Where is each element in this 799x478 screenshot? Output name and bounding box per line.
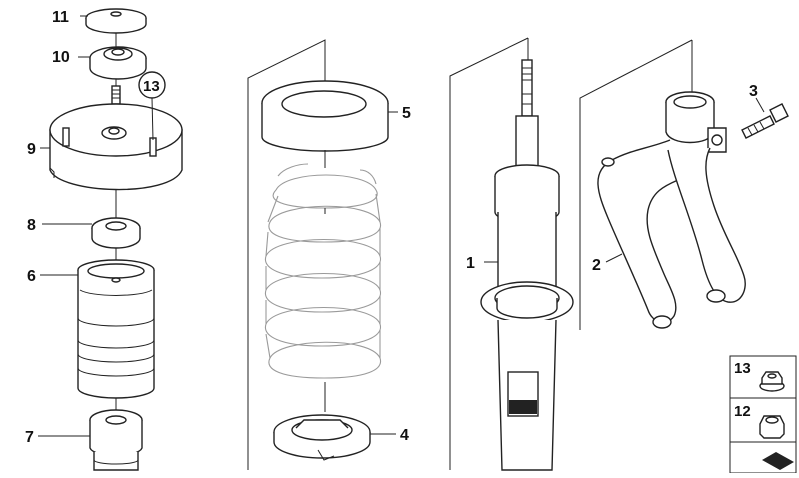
callout-9: 9 (27, 141, 36, 158)
part-11-washer (85, 8, 147, 34)
part-5-upper-seat (261, 80, 389, 152)
leader-13 (151, 97, 154, 141)
group-bracket-strut (449, 37, 529, 470)
callout-7: 7 (25, 429, 34, 446)
callout-2: 2 (592, 257, 601, 274)
group-bracket-knuckle (579, 39, 693, 330)
callout-6: 6 (27, 268, 36, 285)
part-4-lower-seat (273, 414, 371, 461)
nut-12-icon (759, 415, 785, 439)
part-6-dust-boot (77, 259, 155, 399)
nut-13-icon (759, 371, 785, 392)
callout-10: 10 (52, 49, 70, 66)
callout-11: 11 (52, 9, 69, 26)
callout-13: 13 (143, 78, 160, 95)
part-3-bolt (741, 103, 789, 139)
callout-1: 1 (466, 255, 475, 272)
part-13-stud (111, 85, 121, 105)
part-9-strut-mount (49, 103, 183, 191)
legend-cell-bottom (729, 441, 797, 474)
legend-label-12: 12 (734, 403, 751, 420)
callout-8: 8 (27, 217, 36, 234)
part-7-bump-stop (89, 409, 143, 471)
legend-label-13: 13 (734, 360, 751, 377)
leader-2 (605, 253, 623, 263)
part-2-knuckle (597, 91, 746, 329)
part-1-shock-absorber (480, 59, 574, 471)
callout-5: 5 (402, 105, 411, 122)
leader-3 (755, 97, 765, 113)
callout-3: 3 (749, 83, 758, 100)
hardware-legend (729, 355, 797, 474)
part-10-bushing (89, 46, 147, 80)
callout-4: 4 (400, 427, 409, 444)
part-8-pad (91, 217, 141, 249)
coil-spring (264, 150, 382, 412)
legend-arrow-icon (762, 452, 794, 470)
